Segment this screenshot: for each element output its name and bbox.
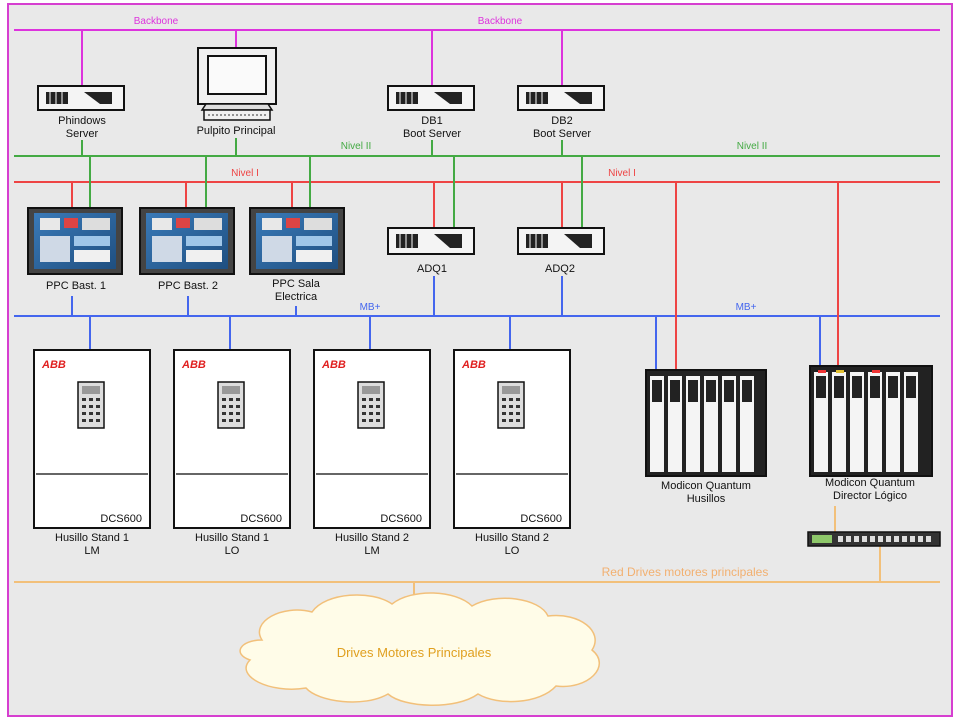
adq-2-label: ADQ2 — [545, 263, 575, 275]
drive-model: DCS600 — [380, 513, 422, 525]
workstation-label: Pulpito Principal — [197, 125, 276, 137]
drive-model: DCS600 — [240, 513, 282, 525]
nivel1-label-left: Nivel I — [231, 168, 259, 179]
red-drives-label: Red Drives motores principales — [602, 565, 769, 579]
nivel1-connectors — [71, 182, 839, 372]
adq-1-label: ADQ1 — [417, 263, 447, 275]
drive-label: Husillo Stand 2 — [335, 532, 409, 544]
plc-modicon-husillos[interactable]: Modicon Quantum Husillos — [645, 369, 767, 505]
drive-husillo-stand1-lm[interactable]: ABB DCS600 Husillo Stand 1 LM — [33, 349, 151, 557]
server-db1[interactable]: DB1 Boot Server — [387, 85, 475, 140]
backbone-label-left: Backbone — [134, 16, 179, 27]
mbplus-connectors — [71, 276, 821, 372]
workstation-pulpito[interactable]: Pulpito Principal — [197, 47, 277, 137]
abb-logo: ABB — [321, 359, 346, 371]
server-db2-name: DB2 — [551, 115, 572, 127]
panel-ppc-sala-electrica[interactable]: PPC Sala Electrica — [249, 207, 345, 303]
plc-director-label: Modicon Quantum — [825, 477, 915, 489]
drive-husillo-stand1-lo[interactable]: ABB DCS600 Husillo Stand 1 LO — [173, 349, 291, 557]
network-switch[interactable] — [807, 531, 941, 547]
plc-husillos-sublabel: Husillos — [687, 493, 726, 505]
panel-ppc-bast-1[interactable]: PPC Bast. 1 — [27, 207, 123, 292]
abb-logo: ABB — [461, 359, 486, 371]
server-db2[interactable]: DB2 Boot Server — [517, 85, 605, 140]
adq-2[interactable]: ADQ2 — [517, 227, 605, 275]
drive-sublabel: LM — [84, 545, 99, 557]
drive-label: Husillo Stand 1 — [55, 532, 129, 544]
nivel2-label-left: Nivel II — [341, 141, 372, 152]
nivel2-label-right: Nivel II — [737, 141, 768, 152]
panel-ppc-bast-1-label: PPC Bast. 1 — [46, 280, 106, 292]
nivel2-connectors — [81, 138, 583, 228]
server-db1-name: DB1 — [421, 115, 442, 127]
drive-husillo-stand2-lo[interactable]: ABB DCS600 Husillo Stand 2 LO — [453, 349, 571, 557]
server-phindows-role: Server — [66, 128, 99, 140]
abb-logo: ABB — [181, 359, 206, 371]
drive-sublabel: LO — [225, 545, 240, 557]
plc-director-sublabel: Director Lógico — [833, 490, 907, 502]
plc-husillos-label: Modicon Quantum — [661, 480, 751, 492]
drive-sublabel: LO — [505, 545, 520, 557]
panel-ppc-bast-2[interactable]: PPC Bast. 2 — [139, 207, 235, 292]
cloud-shape — [239, 592, 600, 706]
cloud-drives-motores: Drives Motores Principales — [239, 592, 600, 706]
drive-husillo-stand2-lm[interactable]: ABB DCS600 Husillo Stand 2 LM — [313, 349, 431, 557]
drive-label: Husillo Stand 2 — [475, 532, 549, 544]
backbone-label-right: Backbone — [478, 16, 523, 27]
server-phindows-name: Phindows — [58, 115, 106, 127]
backbone-connectors — [81, 30, 563, 86]
panel-ppc-sala-label-2: Electrica — [275, 291, 318, 303]
panel-ppc-sala-label: PPC Sala — [272, 278, 321, 290]
drive-label: Husillo Stand 1 — [195, 532, 269, 544]
adq-1[interactable]: ADQ1 — [387, 227, 475, 275]
panel-ppc-bast-2-label: PPC Bast. 2 — [158, 280, 218, 292]
nivel1-label-right: Nivel I — [608, 168, 636, 179]
mbplus-label-left: MB+ — [360, 302, 381, 313]
drive-model: DCS600 — [520, 513, 562, 525]
cloud-label: Drives Motores Principales — [337, 645, 492, 660]
server-db1-role: Boot Server — [403, 128, 461, 140]
server-phindows[interactable]: Phindows Server — [37, 85, 125, 140]
drive-sublabel: LM — [364, 545, 379, 557]
drive-model: DCS600 — [100, 513, 142, 525]
mbplus-label-right: MB+ — [736, 302, 757, 313]
server-db2-role: Boot Server — [533, 128, 591, 140]
plc-modicon-director-logico[interactable]: Modicon Quantum Director Lógico — [809, 365, 933, 502]
abb-logo: ABB — [41, 359, 66, 371]
